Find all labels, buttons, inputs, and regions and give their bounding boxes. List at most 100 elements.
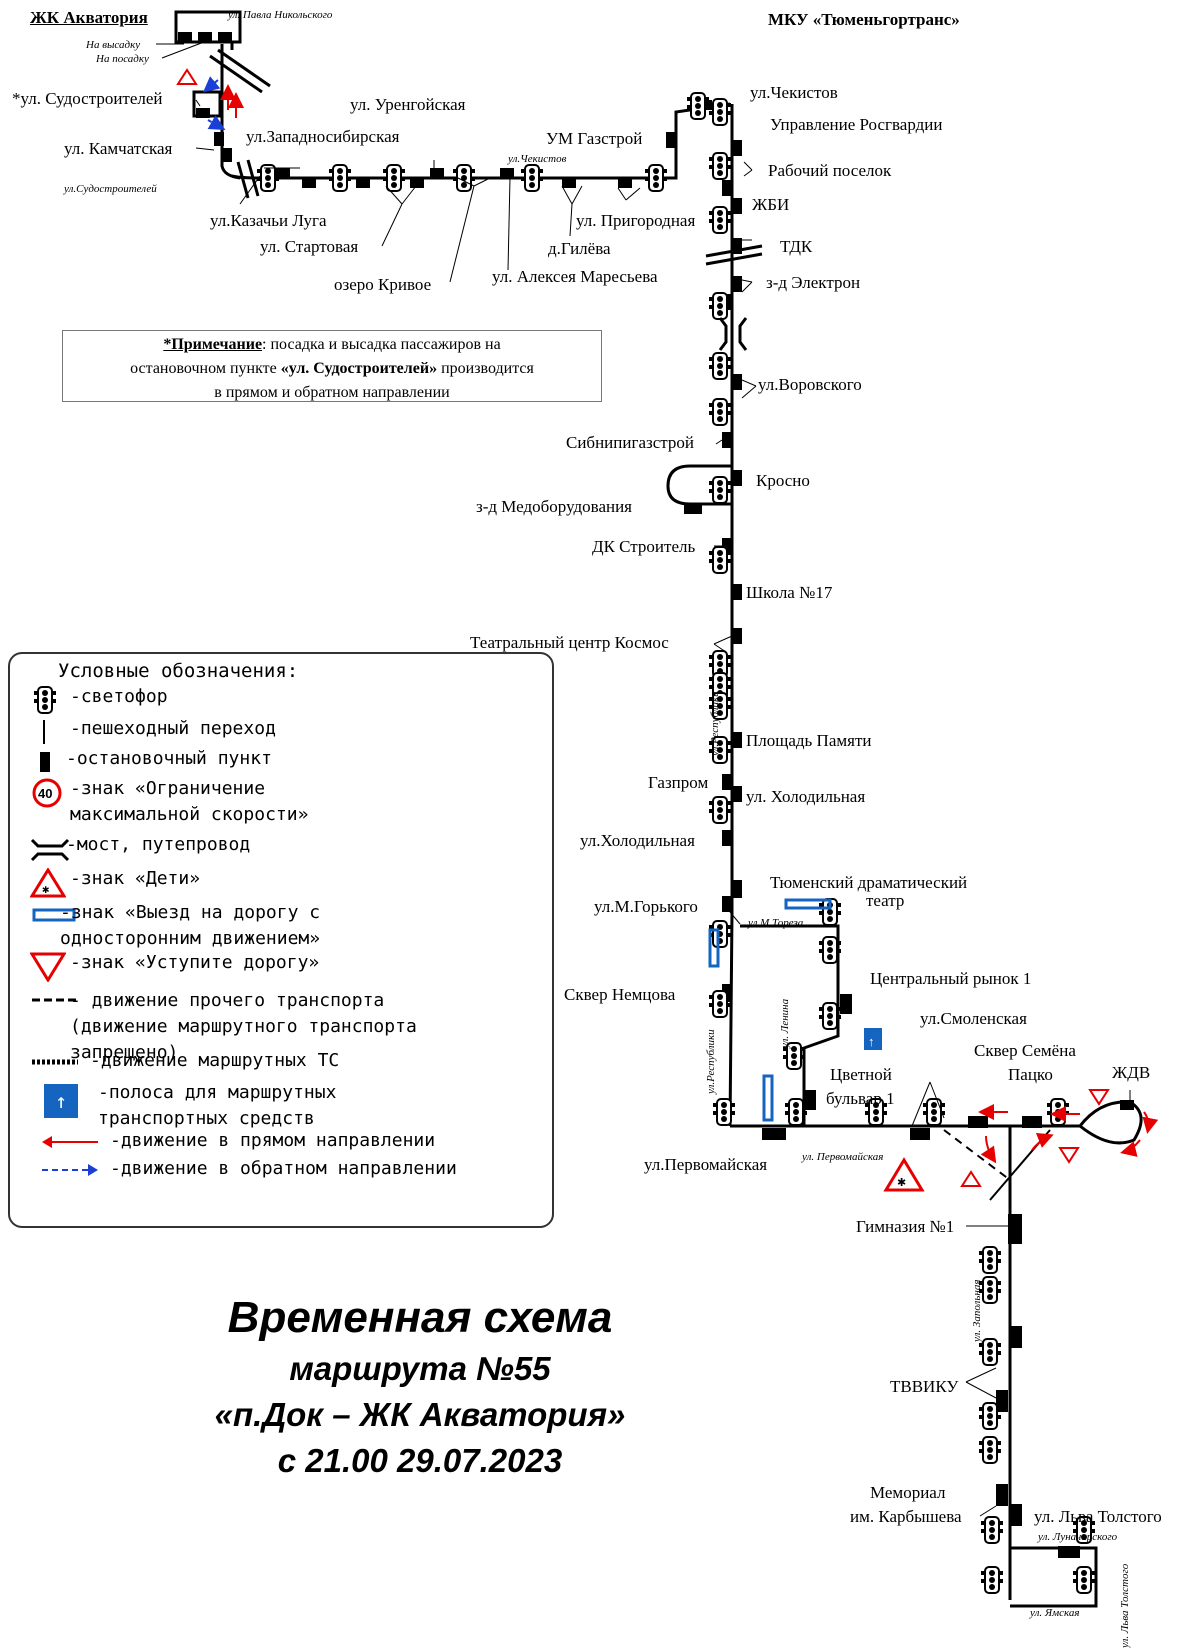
bus-stop	[732, 238, 742, 254]
bus-stop	[732, 470, 742, 486]
label-um-gazstroy: УМ Газстрой	[546, 129, 642, 148]
bus-stop	[684, 504, 702, 514]
legend-text: -движение в обратном направлении	[110, 1158, 457, 1179]
note-text2b: производится	[437, 360, 534, 377]
bus-stop-icon	[30, 748, 74, 772]
bus-stop	[722, 774, 732, 790]
speed-limit-icon: 40	[30, 778, 74, 808]
label-memorial1: Мемориал	[870, 1483, 946, 1502]
bus-stop	[198, 32, 212, 42]
label-gazprom: Газпром	[648, 773, 708, 792]
legend-text: -знак «Ограничение максимальной скорости…	[70, 778, 309, 825]
bus-stop	[356, 178, 370, 188]
label-pavla: ул. Павла Никольского	[227, 9, 333, 21]
label-tsvetnoy1: Цветной	[830, 1065, 892, 1084]
bridge-icon	[30, 834, 74, 862]
legend-text: -светофор	[70, 686, 168, 707]
label-kamchatskaya: ул. Камчатская	[64, 139, 173, 158]
label-smolenskaya: ул.Смоленская	[920, 1009, 1027, 1028]
stop-labels: ул. Павла Никольского На высадку На поса…	[12, 9, 1162, 1648]
bus-stop	[430, 168, 444, 178]
label-elektron: з-д Электрон	[766, 273, 860, 292]
bus-stop	[732, 276, 742, 292]
label-pervomayskaya-street: ул. Первомайская	[801, 1151, 883, 1163]
label-vorovskogo: ул.Воровского	[758, 375, 862, 394]
traffic-light-icon	[708, 352, 732, 380]
svg-text:✱: ✱	[42, 882, 49, 896]
bus-stop	[222, 148, 232, 162]
label-respubliki1: ул.Республики	[709, 691, 721, 757]
label-gymnasia: Гимназия №1	[856, 1217, 954, 1236]
label-ozero: озеро Кривое	[334, 275, 431, 294]
label-kazachi: ул.Казачьи Луга	[210, 211, 327, 230]
traffic-light-icon	[708, 990, 732, 1018]
legend-text: -остановочный пункт	[66, 748, 272, 769]
dashed-line-icon	[30, 990, 78, 1014]
note-text2a: остановочном пункте	[130, 360, 281, 377]
note-text3: в прямом и обратном направлении	[214, 384, 450, 401]
yield-sign-icon	[176, 68, 1110, 1187]
label-sudostr-street: ул.Судостроителей	[63, 183, 157, 195]
traffic-light-icon	[520, 164, 544, 192]
label-kosmos: Театральный центр Космос	[470, 633, 669, 652]
label-respubliki2: ул.Республики	[705, 1029, 717, 1095]
legend-text: -знак «Уступите дорогу»	[70, 952, 320, 973]
label-kholod2: ул.Холодильная	[580, 831, 695, 850]
note-box: *Примечание: посадка и высадка пассажиро…	[62, 330, 602, 402]
bus-stop	[732, 628, 742, 644]
bus-stop	[178, 32, 192, 42]
traffic-light-icon	[1072, 1566, 1096, 1594]
title-line2: маршрута №55	[289, 1350, 551, 1387]
label-startovaya: ул. Стартовая	[260, 237, 358, 256]
traffic-light-icon	[818, 1002, 842, 1030]
bus-stop	[1010, 1326, 1022, 1348]
label-sibnipi: Сибнипигазстрой	[566, 433, 694, 452]
crosswalk-icon	[30, 718, 74, 744]
note-text1: : посадка и высадка пассажиров на	[262, 336, 501, 353]
bus-stop	[732, 198, 742, 214]
label-zhdv: ЖДВ	[1112, 1063, 1150, 1082]
bus-stop	[218, 32, 232, 42]
label-krosno: Кросно	[756, 471, 810, 490]
traffic-light-icon	[708, 98, 732, 126]
label-tolstogo: ул. Льва Толстого	[1034, 1507, 1162, 1526]
label-toreza: ул.М.Тореза	[747, 917, 804, 929]
bus-stop	[722, 538, 732, 554]
traffic-light-icon	[1046, 1098, 1070, 1126]
svg-text:↑: ↑	[868, 1034, 875, 1049]
bus-stop	[996, 1390, 1008, 1412]
legend-text: -знак «Выезд на дорогу с односторонним д…	[60, 902, 321, 949]
bus-stop	[762, 1128, 786, 1140]
label-urengoy: ул. Уренгойская	[350, 95, 466, 114]
traffic-light-icon	[452, 164, 476, 192]
red-arrow-icon	[40, 1130, 98, 1154]
bus-stop	[732, 140, 742, 156]
route-line-icon	[30, 1050, 78, 1074]
callout-lines	[156, 41, 1131, 1517]
label-gorkogo: ул.М.Горького	[594, 897, 698, 916]
label-dk: ДК Строитель	[592, 537, 695, 556]
traffic-light-icon	[708, 546, 732, 574]
label-prigorodnaya: ул. Пригородная	[576, 211, 695, 230]
title-line1: Временная схема	[227, 1293, 613, 1342]
traffic-light-icon	[686, 92, 710, 120]
bus-stop	[722, 830, 732, 846]
bus-stop	[910, 1128, 930, 1140]
bus-stop	[1022, 1116, 1042, 1128]
label-school: Школа №17	[746, 583, 833, 602]
other-traffic-line	[943, 1129, 1011, 1181]
traffic-light-icon	[256, 164, 280, 192]
legend-text: - движение прочего транспорта (движение …	[70, 990, 417, 1063]
label-tolstogo-street: ул. Льва Толстого	[1119, 1563, 1131, 1648]
bus-stop	[562, 178, 576, 188]
traffic-light-icon	[708, 476, 732, 504]
bus-stop	[618, 178, 632, 188]
bus-stop	[276, 168, 290, 178]
destination-title: ЖК Акватория	[30, 8, 148, 27]
legend-text: -полоса для маршрутных транспортных сред…	[98, 1082, 337, 1129]
label-na-vysadku: На высадку	[85, 39, 140, 51]
svg-text:✱: ✱	[897, 1177, 906, 1189]
schema-title: Временная схема маршрута №55 «п.Док – ЖК…	[140, 1290, 700, 1484]
traffic-light-icon	[978, 1402, 1002, 1430]
bus-stop	[732, 584, 742, 600]
